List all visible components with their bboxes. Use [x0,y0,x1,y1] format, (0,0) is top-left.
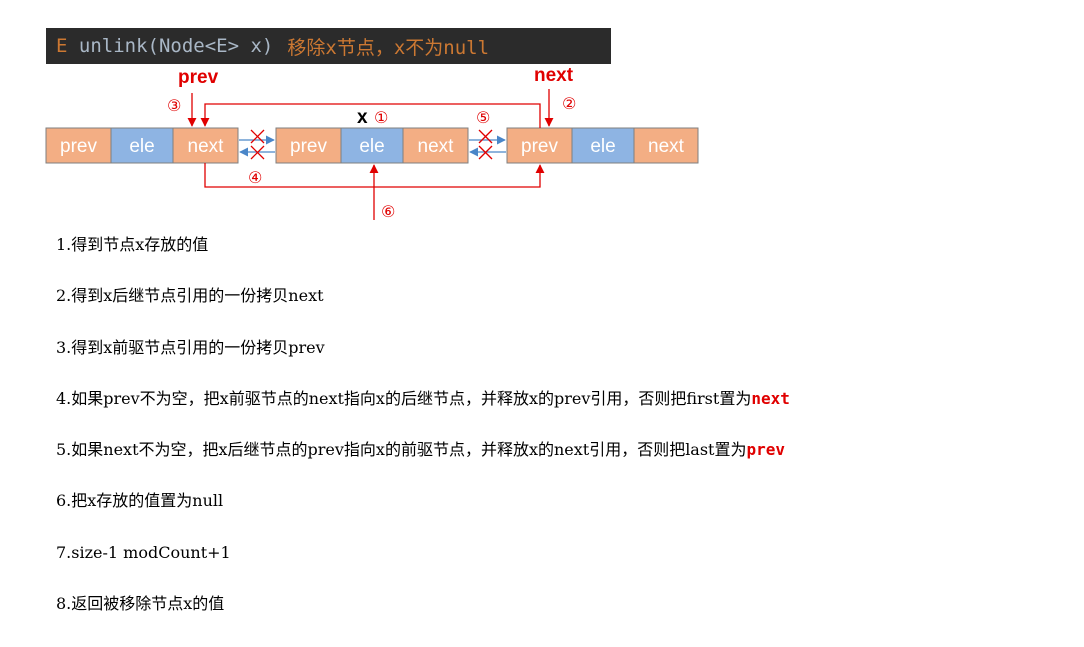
step-1-text: 1.得到节点x存放的值 [56,235,209,254]
step-7-text: 7.size-1 modCount+1 [56,542,231,562]
node-prev-neighbor: prev ele next [45,127,239,164]
step-3-text: 3.得到x前驱节点引用的一份拷贝prev [56,337,325,357]
step-8-text: 8.返回被移除节点x的值 [56,594,225,614]
next-pointer-label: next [534,65,574,86]
node-c-next-label: next [648,136,685,157]
step5-prev-relink-arrow [200,103,541,128]
step-3: 3.得到x前驱节点引用的一份拷贝prev [56,335,790,386]
step-marker-6: ⑥ [381,202,395,221]
step-4-text: 4.如果prev不为空，把x前驱节点的next指向x的后继节点，并释放x的pre… [56,388,752,408]
return-type: E [56,35,68,57]
step-8: 8.返回被移除节点x的值 [56,591,790,642]
node-a-ele-cell [110,127,174,164]
node-a-prev-label: prev [60,136,97,157]
node-a-next-cell [172,127,239,164]
node-x-prev-label: prev [290,136,327,157]
step-marker-4: ④ [248,168,262,187]
node-x: prev ele next [275,127,469,164]
signature-text: unlink(Node<E> x) [78,35,274,57]
step-marker-3: ③ [167,96,181,115]
node-c-prev-label: prev [521,136,558,157]
step-5-text: 5.如果next不为空，把x后继节点的prev指向x的前驱节点，并释放x的nex… [56,440,747,460]
linked-list-diagram: prev ele next prev ele next prev ele nex… [45,65,699,221]
node-next-neighbor: prev ele next [506,127,699,164]
node-x-ele-label: ele [359,136,384,157]
cut-marks-left [250,129,265,160]
node-x-ele-cell [340,127,404,164]
node-x-next-cell [402,127,469,164]
step-1: 1.得到节点x存放的值 [56,232,790,283]
node-c-next-cell [633,127,699,164]
cut-marks-right [478,129,493,160]
node-a-next-label: next [188,136,225,157]
step-7: 7.size-1 modCount+1 [56,540,790,591]
step-marker-1: ① [374,108,388,127]
prev-pointer-label: prev [178,67,219,88]
step-5: 5.如果next不为空，把x后继节点的prev指向x的前驱节点，并释放x的nex… [56,437,790,488]
step-6-text: 6.把x存放的值置为null [56,491,224,511]
node-c-ele-label: ele [590,136,615,157]
x-node-label: x [357,107,368,128]
step-marker-5: ⑤ [476,108,490,127]
step4-next-relink-arrow [204,163,545,188]
node-a-ele-label: ele [129,136,154,157]
node-c-ele-cell [571,127,635,164]
step-4-highlight: next [751,388,790,408]
code-signature-banner: E unlink(Node<E> x) 移除x节点，x不为null [46,28,611,64]
step-6: 6.把x存放的值置为null [56,488,790,539]
step-marker-2: ② [562,94,576,113]
method-comment: 移除x节点，x不为null [287,36,490,59]
step-2-text: 2.得到x后继节点引用的一份拷贝next [56,286,324,306]
method-signature: unlink(Node<E> x) [67,35,273,57]
steps-list: 1.得到节点x存放的值 2.得到x后继节点引用的一份拷贝next 3.得到x前驱… [56,232,790,642]
step-2: 2.得到x后继节点引用的一份拷贝next [56,283,790,334]
step-5-highlight: prev [746,440,786,460]
node-x-next-label: next [418,136,455,157]
step-4: 4.如果prev不为空，把x前驱节点的next指向x的后继节点，并释放x的pre… [56,386,790,437]
